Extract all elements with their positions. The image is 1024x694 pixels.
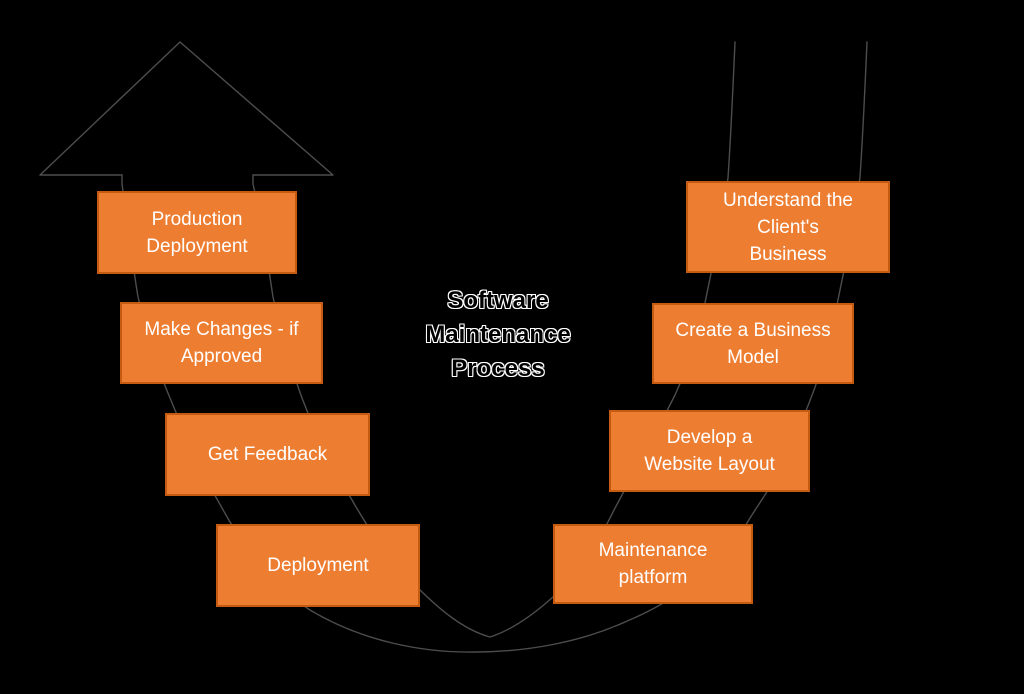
diagram-title: Software Maintenance Process bbox=[425, 287, 571, 382]
step-label: Maintenance platform bbox=[598, 540, 708, 588]
arrow-head-outline bbox=[39, 41, 334, 176]
step-box-production-deployment: Production Deployment bbox=[97, 191, 297, 274]
step-label: Create a Business Model bbox=[675, 319, 831, 368]
step-box-create-business-model: Create a Business Model bbox=[652, 303, 854, 384]
step-box-understand-clients-business: Understand the Client's Business bbox=[686, 181, 890, 273]
step-label: Deployment bbox=[267, 555, 369, 576]
arrow-outer-edge bbox=[121, 41, 868, 653]
step-label: Understand the Client's Business bbox=[723, 189, 853, 265]
step-box-maintenance-platform: Maintenance platform bbox=[553, 524, 753, 604]
step-label: Develop a Website Layout bbox=[644, 427, 775, 475]
step-label: Make Changes - if Approved bbox=[144, 319, 299, 367]
step-box-make-changes-if-approved: Make Changes - if Approved bbox=[120, 302, 323, 384]
step-label: Get Feedback bbox=[207, 444, 328, 465]
step-box-develop-website-layout: Develop a Website Layout bbox=[609, 410, 810, 492]
step-label: Production Deployment bbox=[146, 208, 248, 257]
step-box-deployment: Deployment bbox=[216, 524, 420, 607]
step-box-get-feedback: Get Feedback bbox=[165, 413, 370, 496]
